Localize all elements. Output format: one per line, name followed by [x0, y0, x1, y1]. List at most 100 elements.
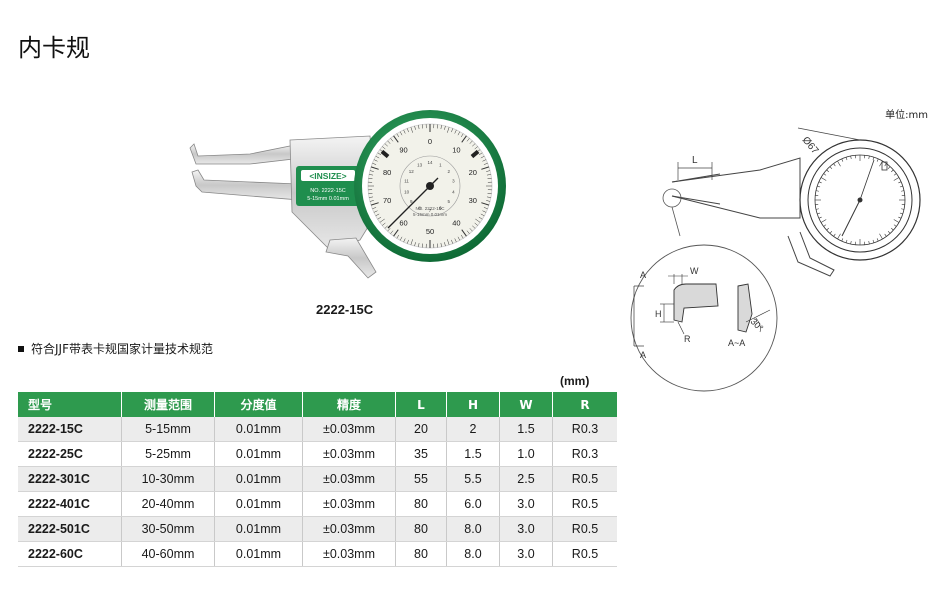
drawing-dial-tick	[845, 239, 848, 243]
dial-needle	[387, 185, 431, 229]
cell-range: 5-25mm	[121, 441, 215, 467]
dial-tick	[486, 196, 491, 198]
standard-note: 符合JJF带表卡规国家计量技术规范	[18, 340, 213, 357]
bullet-icon	[18, 345, 24, 352]
dial-tick	[483, 207, 488, 210]
drawing-dial-tick	[826, 169, 829, 173]
dial-tick	[403, 238, 406, 243]
drawing-dial-tick	[841, 238, 844, 242]
dial-tick	[370, 166, 379, 170]
dial-tick	[369, 196, 374, 198]
dial-range-text: 5-15mm 0.01mm	[413, 212, 447, 217]
cell-graduation: 0.01mm	[214, 491, 303, 517]
drawing-dial-tick	[829, 231, 833, 234]
angle-line	[745, 309, 771, 323]
cell-R: R0.3	[552, 441, 617, 467]
drawing-dial-tick	[818, 181, 822, 184]
dial-tick	[410, 126, 413, 133]
dial-inner-number: 5	[448, 199, 451, 204]
cell-model: 2222-501C	[18, 516, 122, 542]
cell-accuracy: ±0.03mm	[302, 417, 396, 442]
dial-tick	[396, 234, 400, 239]
cell-L: 80	[395, 516, 447, 542]
dial-tick	[393, 229, 399, 237]
dial-tick	[444, 242, 446, 247]
dial-inner-number: 3	[452, 179, 455, 184]
cell-range: 30-50mm	[121, 516, 215, 542]
dial-tick	[387, 140, 391, 144]
cell-L: 35	[395, 441, 447, 467]
dial-tick	[406, 239, 409, 244]
cell-accuracy: ±0.03mm	[302, 441, 396, 467]
dial-tick	[487, 193, 492, 195]
cell-L: 20	[395, 417, 447, 442]
dial-tick	[396, 133, 400, 138]
dim-R-leader	[677, 321, 685, 335]
cell-model: 2222-60C	[18, 541, 122, 567]
dial-inner-number: 12	[409, 169, 415, 174]
drawing-dial-tick	[820, 219, 827, 223]
header-graduation: 分度值	[214, 392, 303, 417]
dial-tick	[454, 129, 457, 134]
header-model: 型号	[18, 392, 122, 417]
detail-leader-line	[671, 206, 681, 237]
drawing-dial-tick	[884, 233, 887, 237]
dial-tick	[486, 174, 491, 176]
dim-R-label: R	[684, 334, 691, 344]
dial-inner-number: 13	[417, 162, 423, 167]
dial-inner-number: 9	[410, 199, 413, 204]
dial-tick	[375, 213, 380, 217]
dial-inner-number: 6	[439, 206, 442, 211]
dial-tick	[399, 131, 403, 136]
dial-tick	[480, 155, 485, 159]
lever-handle	[325, 237, 377, 279]
plate-model-text: NO. 2222-15C	[310, 188, 345, 194]
cell-W: 3.0	[499, 516, 553, 542]
drawing-dial-tick	[820, 177, 827, 181]
dial-tick	[403, 129, 406, 134]
cell-W: 2.5	[499, 466, 553, 492]
cell-range: 10-30mm	[121, 466, 215, 492]
cell-model: 2222-25C	[18, 441, 122, 467]
drawing-dial-tick	[891, 169, 894, 173]
dial-tick	[482, 210, 487, 213]
dial-tick	[384, 143, 388, 147]
drawing-dial-tick	[898, 181, 902, 184]
page-title: 内卡规	[18, 34, 90, 62]
dial-outer-number: 30	[469, 196, 477, 205]
dial-inner-number: 10	[404, 189, 410, 194]
drawing-dial-tick	[823, 224, 827, 227]
drawing-dial-tick	[879, 233, 883, 240]
dial-tick	[461, 229, 467, 237]
cell-graduation: 0.01mm	[214, 441, 303, 467]
dim-L-label: L	[692, 155, 698, 166]
drawing-dial-tick	[833, 163, 836, 167]
cell-graduation: 0.01mm	[214, 516, 303, 542]
dial-outer-number: 40	[452, 218, 460, 227]
dial-tick	[478, 152, 483, 156]
drawing-dial-tick	[868, 155, 870, 159]
dial-outer-number: 10	[452, 146, 460, 155]
drawing-handle	[787, 231, 835, 277]
drawing-needle-hub	[857, 197, 863, 203]
dial-tick	[451, 239, 454, 244]
dial-tick	[466, 138, 470, 142]
cell-H: 1.5	[446, 441, 500, 467]
drawing-dial-tick	[850, 241, 852, 245]
drawing-dial-tick	[868, 241, 870, 245]
drawing-dial-tick	[872, 239, 875, 243]
dial-tick	[384, 225, 388, 229]
dial-tick	[481, 166, 490, 170]
dial-tick	[390, 138, 394, 142]
drawing-dial-tick	[901, 208, 905, 210]
section-label: A~A	[728, 338, 745, 348]
dial-tick	[372, 162, 377, 165]
cell-model: 2222-401C	[18, 491, 122, 517]
drawing-dial-tick	[837, 160, 841, 167]
drawing-dial-tick	[891, 227, 894, 231]
angle-arc	[755, 317, 761, 333]
lower-jaw	[191, 169, 301, 201]
